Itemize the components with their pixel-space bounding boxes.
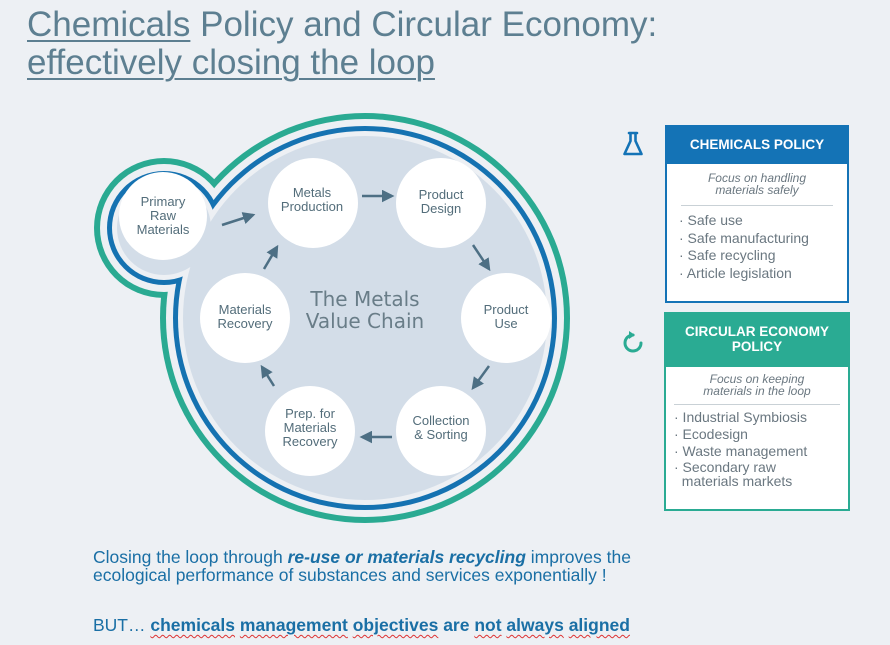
node-label-prep-materials-recovery: Prep. for Materials Recovery: [282, 406, 338, 449]
arrow-prep-to-recovery: [260, 364, 276, 387]
node-label-metals-production: Metals Production: [280, 185, 344, 214]
flow-arrows: [221, 189, 491, 444]
node-collection-sorting: [396, 386, 486, 476]
chemicals-policy-focus: Focus on handling materials safely: [707, 171, 807, 197]
node-metals-production: [268, 158, 358, 248]
node-label-collection-sorting: Collection & Sorting: [412, 413, 470, 442]
alignment-warning: BUT… chemicals management objectives are…: [93, 615, 630, 635]
list-item: · Waste management: [674, 443, 808, 459]
chemicals-policy-box: CHEMICALS POLICY Focus on handling mater…: [665, 125, 849, 303]
closing-loop-statement: Closing the loop through re-use or mater…: [93, 547, 631, 585]
arrow-raw-to-production: [221, 212, 256, 227]
value-chain-center-label: The Metals Value Chain: [305, 287, 425, 333]
list-item: materials markets: [674, 473, 793, 489]
title-word-effectively: effectively: [27, 43, 182, 82]
circular-economy-policy-box: CIRCULAR ECONOMY POLICY Focus on keeping…: [664, 312, 850, 511]
chemicals-policy-divider: [681, 205, 833, 206]
title-line2-rest: closing the loop: [182, 43, 435, 82]
page-title: Chemicals Policy and Circular Economy: e…: [27, 6, 657, 82]
node-materials-recovery: [200, 273, 290, 363]
node-label-product-design: Product Design: [418, 187, 464, 216]
node-prep-materials-recovery: [265, 386, 355, 476]
list-item: · Safe use: [679, 212, 743, 228]
list-item: · Safe recycling: [679, 247, 776, 263]
title-line1-rest: Policy and Circular Economy:: [190, 5, 658, 44]
flask-icon: [623, 131, 643, 156]
circular-economy-list: · Industrial Symbiosis · Ecodesign · Was…: [666, 409, 848, 488]
list-item: · Safe manufacturing: [679, 229, 809, 246]
refresh-icon: [623, 331, 643, 353]
node-primary-raw-materials: [119, 172, 207, 260]
list-item: · Article legislation: [679, 264, 792, 281]
chemicals-policy-header: CHEMICALS POLICY: [665, 125, 849, 164]
node-label-primary-raw-materials: Primary Raw Materials: [136, 194, 190, 237]
node-product-use: [461, 273, 551, 363]
arrow-recovery-to-production: [262, 244, 279, 270]
node-label-product-use: Product Use: [483, 302, 529, 331]
title-word-chemicals: Chemicals: [27, 5, 191, 44]
arrow-use-to-collection: [471, 365, 491, 391]
arrow-design-to-use: [471, 244, 491, 272]
circular-economy-header: CIRCULAR ECONOMY POLICY: [664, 312, 850, 367]
list-item: · Industrial Symbiosis: [674, 409, 808, 425]
list-item: · Ecodesign: [674, 426, 748, 442]
node-circles: [119, 158, 551, 476]
node-product-design: [396, 158, 486, 248]
list-item: · Secondary raw: [674, 459, 776, 475]
node-label-materials-recovery: Materials Recovery: [217, 302, 273, 331]
chemicals-policy-list: · Safe use · Safe manufacturing · Safe r…: [667, 212, 847, 282]
circular-economy-focus: Focus on keeping materials in the loop: [703, 372, 811, 398]
circular-economy-divider: [674, 404, 840, 405]
